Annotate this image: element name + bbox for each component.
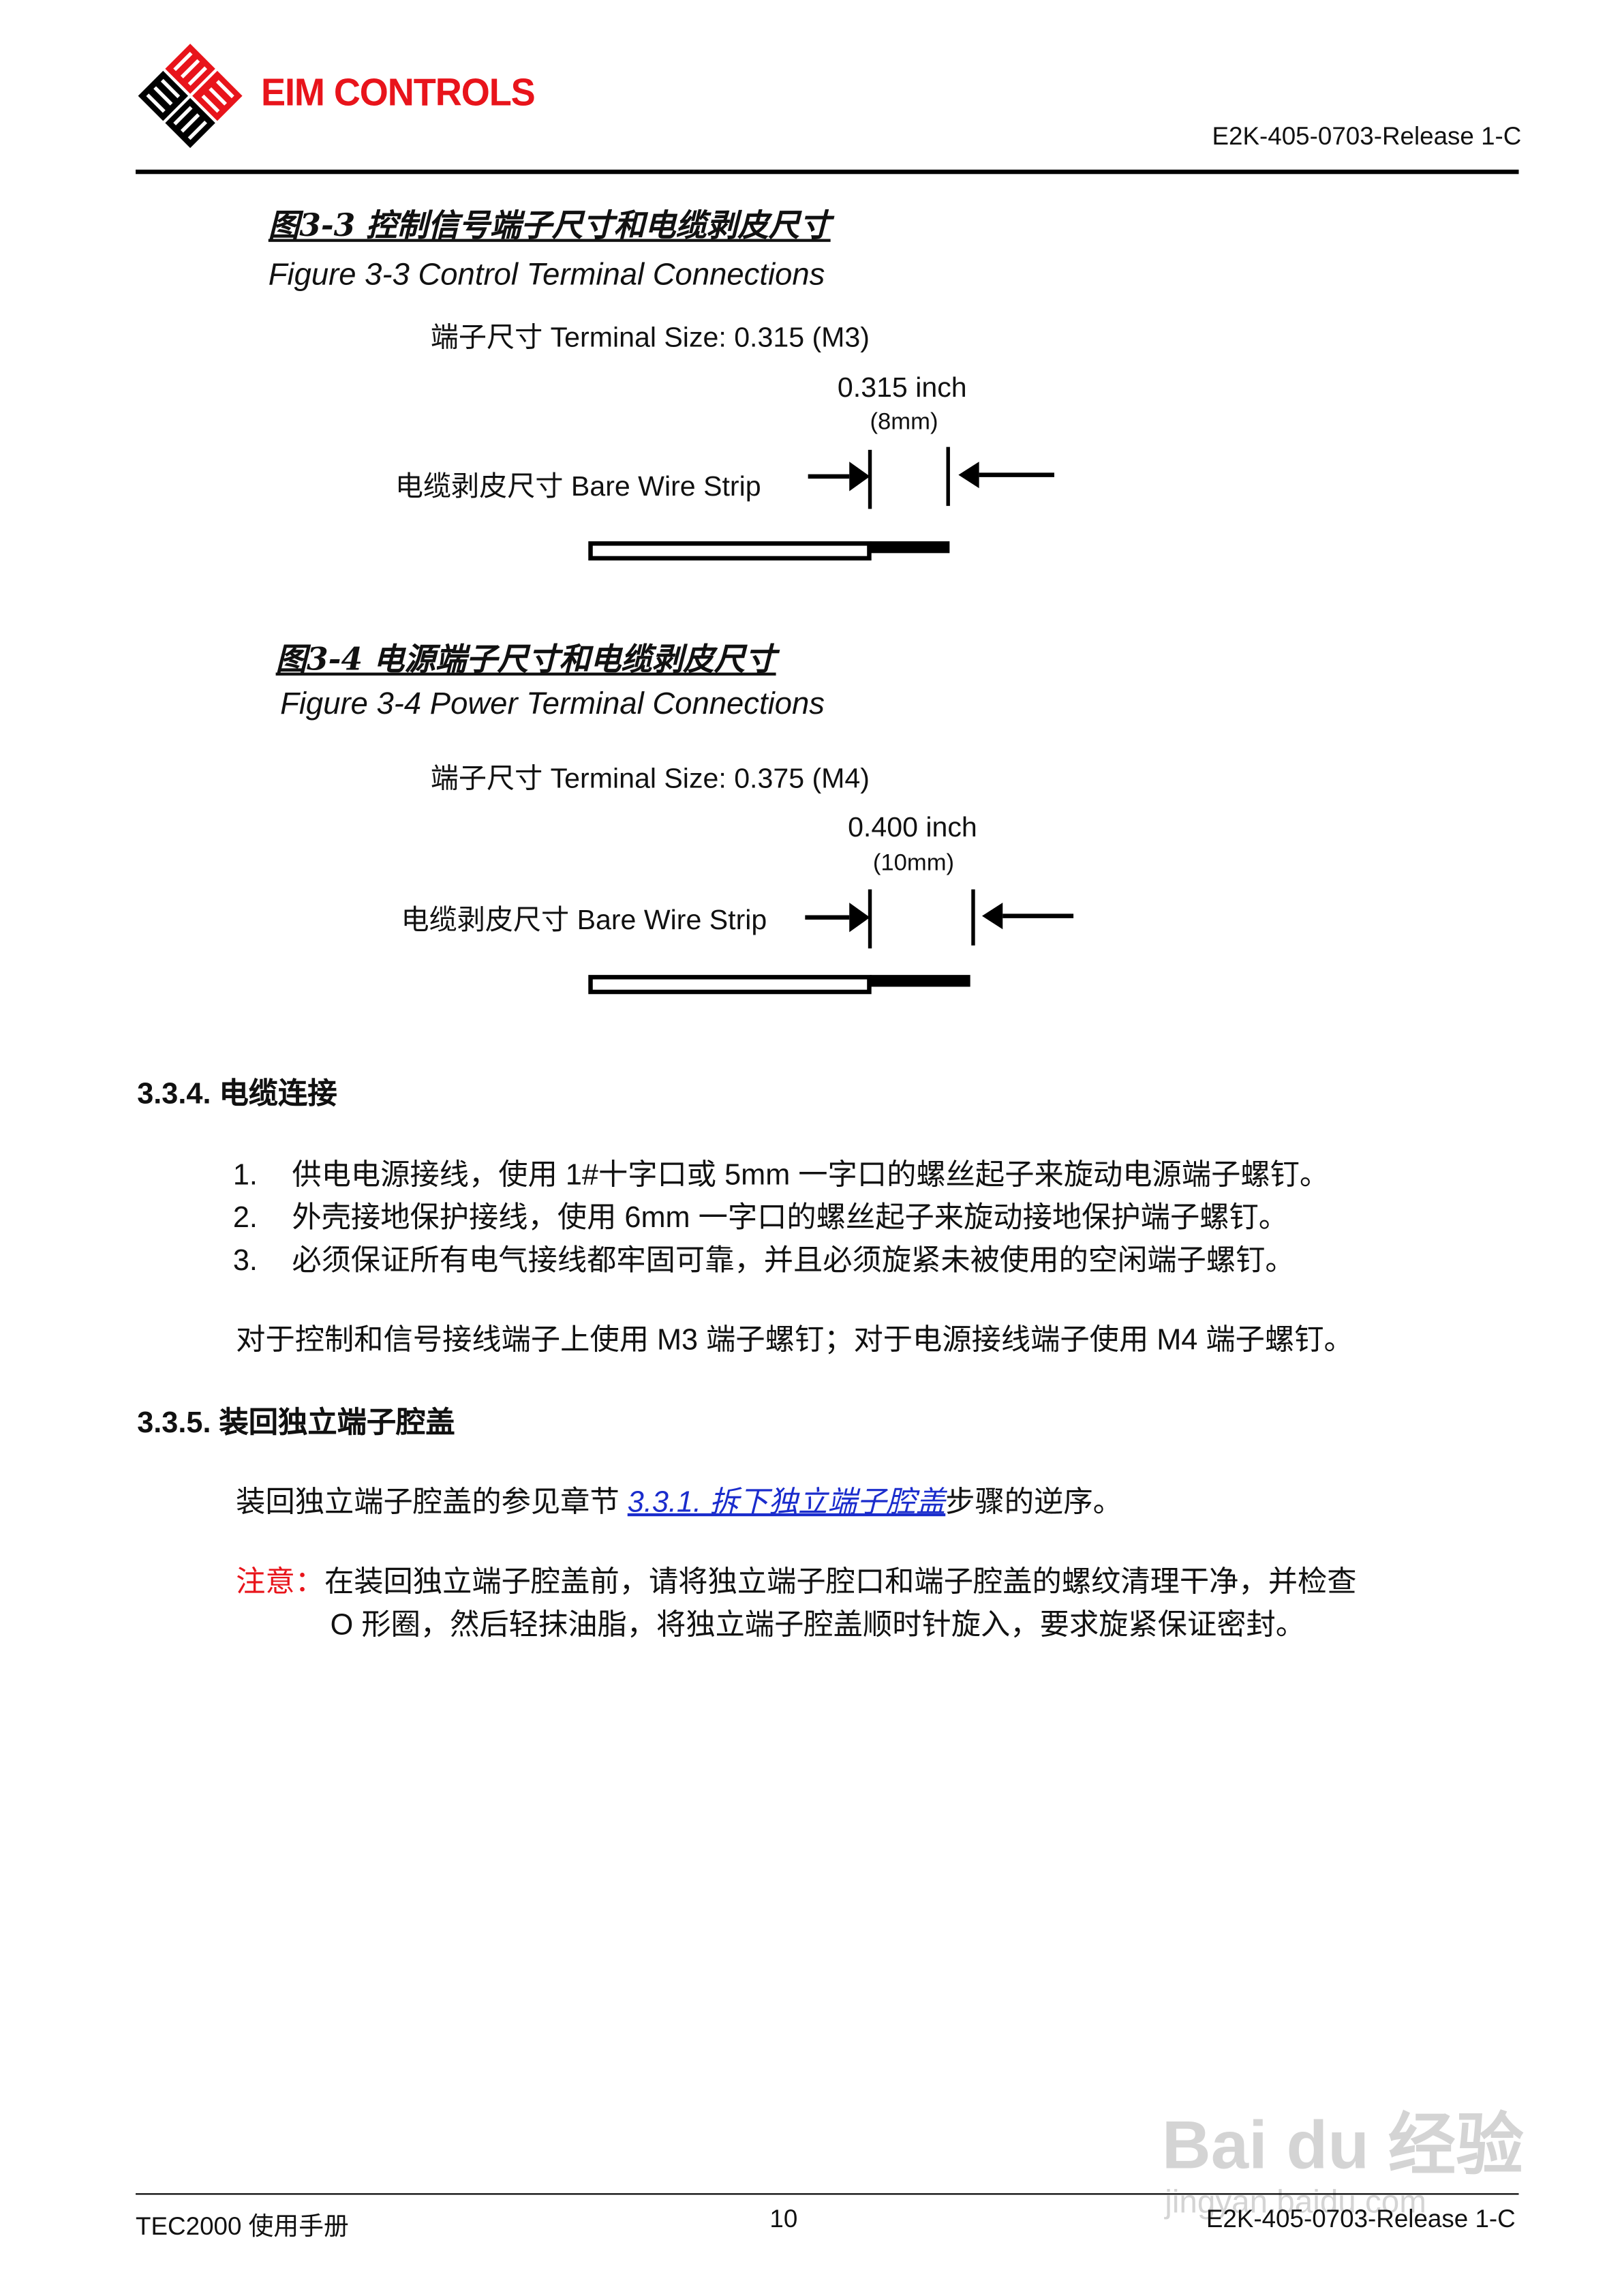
- figure-3-3-strip-diagram: [808, 447, 1054, 509]
- caution-line-1: 注意：在装回独立端子腔盖前，请将独立端子腔口和端子腔盖的螺纹清理干净，并检查: [236, 1558, 1356, 1601]
- paragraph-text: 装回独立端子腔盖的参见章节: [236, 1486, 628, 1520]
- list-item-text: 供电电源接线，使用 1#十字口或 5mm 一字口的螺丝起子来旋动电源端子螺钉。: [292, 1159, 1330, 1192]
- figure-3-4-strip-diagram: [805, 889, 1074, 949]
- figure-3-4-bare-wire: [870, 975, 970, 987]
- figure-3-3-terminal-size: 端子尺寸 Terminal Size: 0.315 (M3): [430, 322, 870, 354]
- figure-3-3-strip-label: 电缆剥皮尺寸 Bare Wire Strip: [395, 472, 761, 503]
- list-item: 2. 外壳接地保护接线，使用 6mm 一字口的螺丝起子来旋动接地保护端子螺钉。: [233, 1193, 1288, 1236]
- header-rule: [136, 169, 1519, 175]
- figure-3-4-dimension-mm: (10mm): [872, 851, 955, 877]
- figure-3-3-dimension-mm: (8mm): [870, 410, 938, 436]
- list-item: 1. 供电电源接线，使用 1#十字口或 5mm 一字口的螺丝起子来旋动电源端子螺钉…: [233, 1151, 1329, 1194]
- figure-3-3-caption-en: Figure 3-3 Control Terminal Connections: [268, 258, 825, 292]
- figure-3-4-caption-en: Figure 3-4 Power Terminal Connections: [280, 687, 825, 722]
- section-3-3-4-note: 对于控制和信号接线端子上使用 M3 端子螺钉；对于电源接线端子使用 M4 端子螺…: [236, 1324, 1353, 1357]
- caution-text: 在装回独立端子腔盖前，请将独立端子腔口和端子腔盖的螺纹清理干净，并检查: [324, 1566, 1357, 1599]
- figure-3-3-wire-insulation: [588, 541, 872, 561]
- section-3-3-1-link[interactable]: 3.3.1. 拆下独立端子腔盖: [627, 1486, 946, 1520]
- caution-label: 注意：: [236, 1566, 324, 1599]
- paragraph-text: 步骤的逆序。: [945, 1486, 1122, 1520]
- list-item-text: 必须保证所有电气接线都牢固可靠，并且必须旋紧未被使用的空闲端子螺钉。: [292, 1245, 1295, 1278]
- baidu-watermark-logo: Bai du 经验: [1161, 2106, 1524, 2184]
- section-3-3-5-heading: 3.3.5. 装回独立端子腔盖: [137, 1407, 455, 1440]
- caution-line-2: O 形圈，然后轻抹油脂，将独立端子腔盖顺时针旋入，要求旋紧保证密封。: [330, 1609, 1306, 1642]
- list-item-number: 3.: [232, 1245, 258, 1278]
- figure-3-4-strip-label: 电缆剥皮尺寸 Bare Wire Strip: [401, 905, 767, 937]
- figure-3-3-caption-cn: 图3-3 控制信号端子尺寸和电缆剥皮尺寸: [268, 206, 831, 243]
- figure-3-4-wire-insulation: [588, 975, 872, 995]
- eim-logo-icon: [138, 44, 243, 149]
- footer-manual-title: TEC2000 使用手册: [136, 2212, 349, 2241]
- figure-3-4-terminal-size: 端子尺寸 Terminal Size: 0.375 (M4): [430, 764, 870, 796]
- section-3-3-4-heading: 3.3.4. 电缆连接: [137, 1078, 337, 1111]
- list-item-number: 1.: [232, 1159, 258, 1192]
- list-item-number: 2.: [232, 1202, 258, 1235]
- footer-page-number: 10: [769, 2205, 798, 2233]
- figure-3-3-dimension: 0.315 inch: [837, 373, 967, 404]
- section-3-3-5-paragraph: 装回独立端子腔盖的参见章节 3.3.1. 拆下独立端子腔盖步骤的逆序。: [236, 1478, 1122, 1521]
- footer-rule: [136, 2193, 1519, 2195]
- figure-3-3-bare-wire: [870, 541, 950, 554]
- list-item-text: 外壳接地保护接线，使用 6mm 一字口的螺丝起子来旋动接地保护端子螺钉。: [292, 1202, 1289, 1235]
- figure-3-4-caption-cn: 图3-4 电源端子尺寸和电缆剥皮尺寸: [275, 640, 776, 678]
- figure-3-4-dimension: 0.400 inch: [848, 813, 977, 844]
- company-logo-text: EIM CONTROLS: [260, 71, 536, 115]
- list-item: 3. 必须保证所有电气接线都牢固可靠，并且必须旋紧未被使用的空闲端子螺钉。: [233, 1236, 1295, 1279]
- header-doc-id: E2K-405-0703-Release 1-C: [1212, 122, 1522, 151]
- baidu-watermark-url: jingyan.baidu.com: [1165, 2183, 1426, 2220]
- footer-doc-id: E2K-405-0703-Release 1-C: [1206, 2205, 1516, 2233]
